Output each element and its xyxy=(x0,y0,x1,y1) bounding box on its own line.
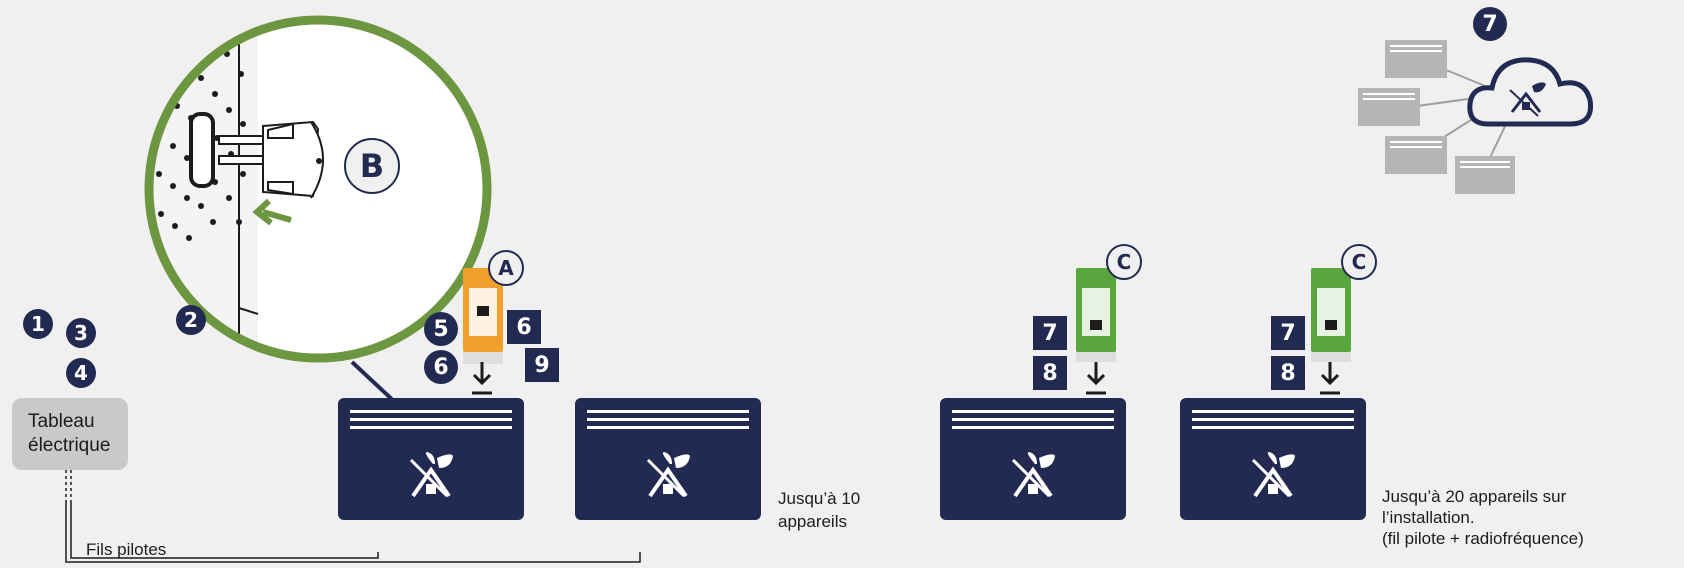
step-1-badge: 1 xyxy=(23,309,53,339)
step-6a-badge: 6 xyxy=(424,350,458,384)
step-2-badge: 2 xyxy=(176,305,206,335)
step-3-badge: 3 xyxy=(66,318,96,348)
step-7b-badge: 7 xyxy=(1271,316,1305,350)
cloud-eco-house-icon xyxy=(1467,57,1594,127)
step-7a-badge: 7 xyxy=(1033,316,1067,350)
eco-house-leaf-icon xyxy=(1251,452,1295,498)
letter-c1-badge: C xyxy=(1106,244,1142,280)
caption-right-line1: Jusqu’à 20 appareils sur xyxy=(1382,487,1567,506)
tableau-label-line2: électrique xyxy=(28,435,111,456)
heater-1 xyxy=(338,398,524,520)
step-8a-badge: 8 xyxy=(1033,356,1067,390)
eco-house-leaf-icon xyxy=(1011,452,1055,498)
tableau-label-line1: Tableau xyxy=(28,411,95,432)
down-arrow-icon xyxy=(1086,362,1106,395)
down-arrow-icon xyxy=(1320,362,1340,395)
heater-3 xyxy=(940,398,1126,520)
step-8b-badge: 8 xyxy=(1271,356,1305,390)
tableau-electrique: Tableau électrique xyxy=(12,398,128,470)
module-green-2 xyxy=(1311,268,1351,362)
down-arrow-icon xyxy=(472,362,492,395)
letter-a-badge: A xyxy=(488,250,524,286)
eco-house-leaf-icon xyxy=(409,452,453,498)
letter-c2-badge: C xyxy=(1341,244,1377,280)
step-6b-badge: 6 xyxy=(507,310,541,344)
caption-left-line2: appareils xyxy=(778,512,847,531)
caption-right-line3: (fil pilote + radiofréquence) xyxy=(1382,529,1584,548)
step-7-cloud-badge: 7 xyxy=(1473,7,1507,41)
eco-house-leaf-icon xyxy=(646,452,690,498)
letter-b-badge: B xyxy=(344,138,400,194)
step-5-badge: 5 xyxy=(424,312,458,346)
caption-left-line1: Jusqu’à 10 xyxy=(778,489,861,508)
fils-pilotes-label: Fils pilotes xyxy=(86,540,167,559)
cloud-network xyxy=(1358,40,1594,194)
caption-right-line2: l’installation. xyxy=(1382,508,1475,527)
zoom-circle xyxy=(143,14,493,364)
heater-2 xyxy=(575,398,761,520)
module-green-1 xyxy=(1076,268,1116,362)
heater-4 xyxy=(1180,398,1366,520)
zoom-illustration xyxy=(144,15,492,363)
step-4-badge: 4 xyxy=(66,358,96,388)
step-9-badge: 9 xyxy=(525,348,559,382)
